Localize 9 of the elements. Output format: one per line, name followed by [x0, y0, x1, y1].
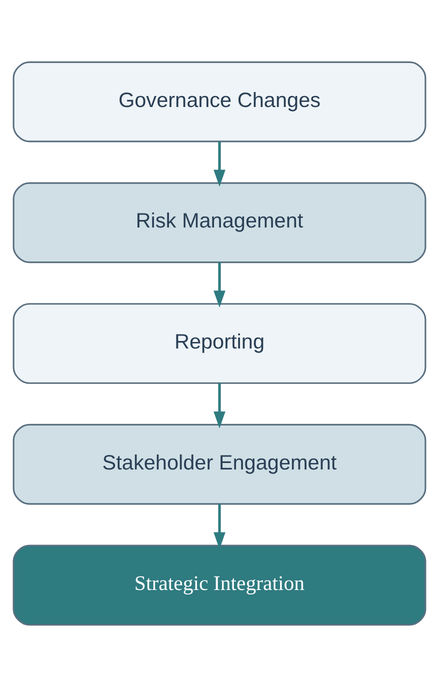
node-box: Stakeholder Engagement [12, 424, 426, 505]
arrow [214, 142, 226, 187]
arrow [214, 383, 226, 428]
node-box: Risk Management [12, 182, 426, 264]
node-box: Governance Changes [12, 61, 426, 142]
node-box: Strategic Integration [12, 544, 426, 626]
node-box: Reporting [12, 303, 426, 384]
arrow [214, 262, 226, 308]
arrow [214, 504, 226, 550]
